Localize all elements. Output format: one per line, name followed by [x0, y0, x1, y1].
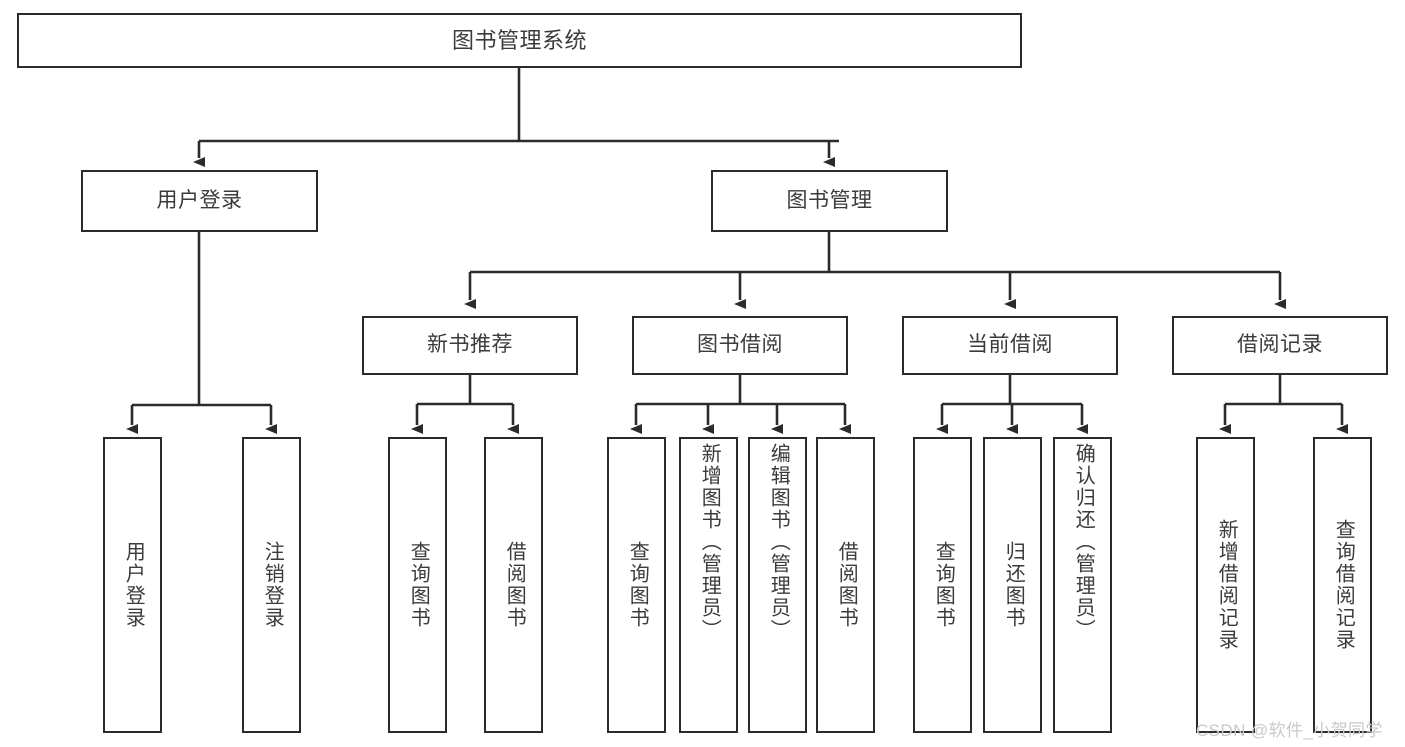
node-book-manage-label: 图书管理: [786, 188, 873, 212]
csdn-watermark: CSDN @软件_小贺同学: [1196, 721, 1383, 740]
node-leaf-add-book-label: 新增图书（管理员）: [698, 443, 721, 641]
node-leaf-query-book-cur-label: 查询图书: [932, 541, 955, 629]
node-leaf-query-record[interactable]: 查询借阅记录: [1313, 437, 1372, 733]
node-leaf-confirm-return[interactable]: 确认归还（管理员）: [1053, 437, 1112, 733]
node-leaf-add-record-label: 新增借阅记录: [1215, 519, 1238, 651]
node-user-login[interactable]: 用户登录: [81, 170, 318, 232]
node-new-book-recommend[interactable]: 新书推荐: [362, 316, 578, 375]
node-leaf-user-login-label: 用户登录: [122, 541, 145, 629]
node-leaf-return-book-label: 归还图书: [1002, 541, 1025, 629]
node-leaf-borrow-book[interactable]: 借阅图书: [816, 437, 875, 733]
node-leaf-user-login[interactable]: 用户登录: [103, 437, 162, 733]
node-leaf-add-record[interactable]: 新增借阅记录: [1196, 437, 1255, 733]
node-leaf-add-book[interactable]: 新增图书（管理员）: [679, 437, 738, 733]
node-leaf-query-book-rec[interactable]: 查询图书: [388, 437, 447, 733]
node-root[interactable]: 图书管理系统: [17, 13, 1022, 68]
node-leaf-edit-book-label: 编辑图书（管理员）: [767, 443, 790, 641]
node-leaf-query-book-borrow-label: 查询图书: [626, 541, 649, 629]
node-leaf-query-book-rec-label: 查询图书: [407, 541, 430, 629]
node-leaf-logout-label: 注销登录: [261, 541, 284, 629]
node-root-label: 图书管理系统: [451, 27, 587, 53]
node-book-borrow-label: 图书借阅: [697, 333, 783, 357]
node-new-book-recommend-label: 新书推荐: [427, 333, 513, 357]
node-leaf-query-book-cur[interactable]: 查询图书: [913, 437, 972, 733]
node-book-manage[interactable]: 图书管理: [711, 170, 948, 232]
node-leaf-borrow-book-rec[interactable]: 借阅图书: [484, 437, 543, 733]
node-leaf-return-book[interactable]: 归还图书: [983, 437, 1042, 733]
node-borrow-record-label: 借阅记录: [1237, 333, 1323, 357]
node-book-borrow[interactable]: 图书借阅: [632, 316, 848, 375]
node-leaf-logout[interactable]: 注销登录: [242, 437, 301, 733]
node-leaf-borrow-book-rec-label: 借阅图书: [503, 541, 526, 629]
node-current-borrow-label: 当前借阅: [967, 333, 1053, 357]
node-borrow-record[interactable]: 借阅记录: [1172, 316, 1388, 375]
node-leaf-confirm-return-label: 确认归还（管理员）: [1072, 443, 1095, 641]
node-leaf-query-book-borrow[interactable]: 查询图书: [607, 437, 666, 733]
node-user-login-label: 用户登录: [156, 188, 243, 212]
node-current-borrow[interactable]: 当前借阅: [902, 316, 1118, 375]
node-leaf-query-record-label: 查询借阅记录: [1332, 519, 1355, 651]
node-leaf-borrow-book-label: 借阅图书: [835, 541, 858, 629]
node-leaf-edit-book[interactable]: 编辑图书（管理员）: [748, 437, 807, 733]
